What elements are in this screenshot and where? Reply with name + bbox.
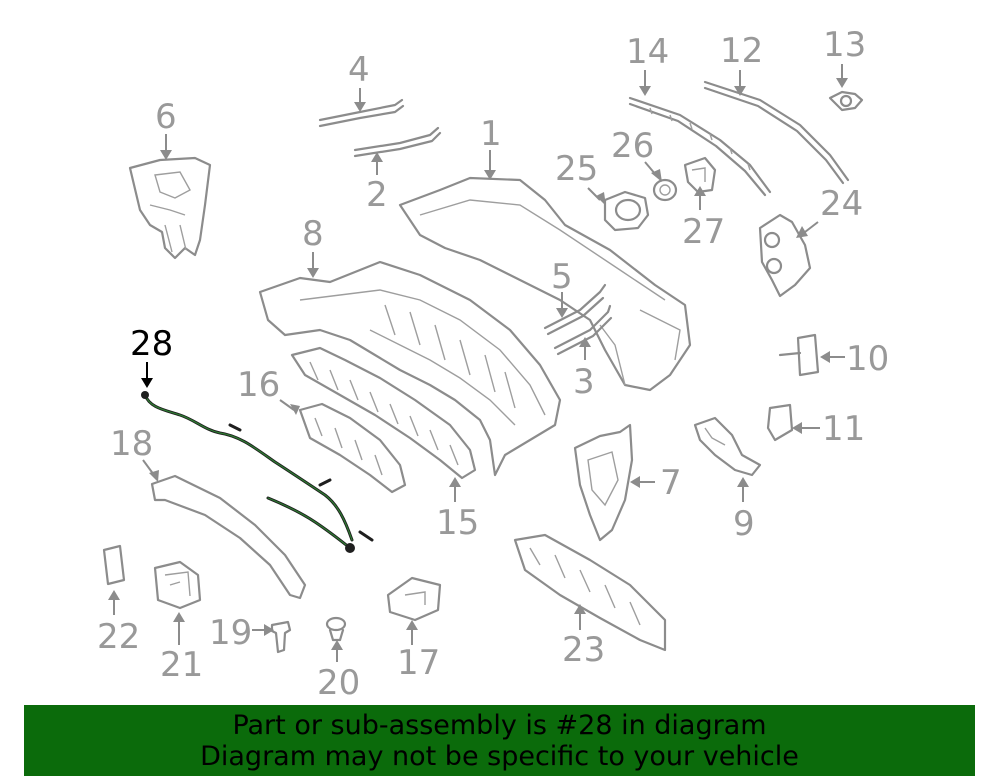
part-14-mounting-strip bbox=[628, 96, 772, 197]
part-28-wiring-harness bbox=[141, 391, 374, 553]
callout-13: 13 bbox=[823, 25, 866, 65]
callout-19: 19 bbox=[209, 613, 252, 653]
part-25-sensor bbox=[603, 190, 650, 232]
callout-22: 22 bbox=[97, 617, 140, 657]
callout-1: 1 bbox=[480, 114, 502, 154]
part-3-strip bbox=[553, 304, 613, 356]
callout-3: 3 bbox=[573, 362, 595, 402]
callout-arrows bbox=[108, 64, 848, 662]
callout-17: 17 bbox=[397, 643, 440, 683]
callout-8: 8 bbox=[302, 214, 324, 254]
info-banner: Part or sub-assembly is #28 in diagram D… bbox=[24, 705, 975, 776]
callout-10: 10 bbox=[846, 339, 889, 379]
part-6-bracket bbox=[128, 156, 212, 260]
callout-labels: 1 2 3 4 5 6 7 8 9 10 11 12 13 14 15 16 1… bbox=[97, 25, 889, 700]
callout-20: 20 bbox=[317, 663, 360, 700]
part-19-screw bbox=[270, 620, 292, 654]
callout-27: 27 bbox=[682, 212, 725, 252]
callout-6: 6 bbox=[155, 97, 177, 137]
part-15-absorber bbox=[290, 346, 477, 480]
callout-14: 14 bbox=[626, 32, 669, 72]
callout-16: 16 bbox=[237, 365, 280, 405]
callout-26: 26 bbox=[611, 126, 654, 166]
part-10-pin bbox=[778, 333, 820, 377]
part-17-block bbox=[386, 576, 442, 622]
part-12-upper-strip bbox=[703, 80, 850, 185]
part-26-grommet bbox=[652, 178, 678, 202]
part-21-bracket bbox=[153, 560, 202, 610]
callout-9: 9 bbox=[733, 504, 755, 544]
banner-line-1: Part or sub-assembly is #28 in diagram bbox=[232, 710, 767, 741]
callout-5: 5 bbox=[551, 257, 573, 297]
banner-line-2: Diagram may not be specific to your vehi… bbox=[200, 741, 799, 772]
part-1-bumper-cover bbox=[398, 176, 692, 392]
callout-15: 15 bbox=[436, 503, 479, 543]
parts-diagram: 1 2 3 4 5 6 7 8 9 10 11 12 13 14 15 16 1… bbox=[97, 25, 889, 700]
part-27-holder bbox=[683, 156, 717, 194]
part-2-trim-strip bbox=[353, 126, 442, 158]
part-18-bar bbox=[150, 474, 307, 600]
callout-18: 18 bbox=[110, 424, 153, 464]
callout-25: 25 bbox=[555, 149, 598, 189]
callout-12: 12 bbox=[720, 31, 763, 71]
callout-4: 4 bbox=[348, 50, 370, 90]
callout-28: 28 bbox=[130, 324, 173, 364]
part-16-absorber bbox=[298, 402, 407, 494]
part-20-nut bbox=[325, 616, 347, 642]
part-8-lower-diffuser bbox=[258, 260, 562, 477]
part-4-trim-strip bbox=[318, 98, 405, 128]
callout-21: 21 bbox=[160, 645, 203, 685]
part-11-clip bbox=[766, 403, 794, 442]
part-7-panel bbox=[573, 423, 634, 542]
part-23-lower-panel bbox=[513, 533, 667, 652]
part-5-strip bbox=[543, 283, 607, 336]
part-22-plate bbox=[102, 544, 126, 586]
callout-24: 24 bbox=[820, 184, 863, 224]
part-9-bracket bbox=[693, 416, 762, 477]
callout-2: 2 bbox=[366, 175, 388, 215]
callout-23: 23 bbox=[562, 630, 605, 670]
part-13-clip bbox=[828, 90, 864, 112]
callout-11: 11 bbox=[822, 409, 865, 449]
callout-7: 7 bbox=[660, 463, 682, 503]
